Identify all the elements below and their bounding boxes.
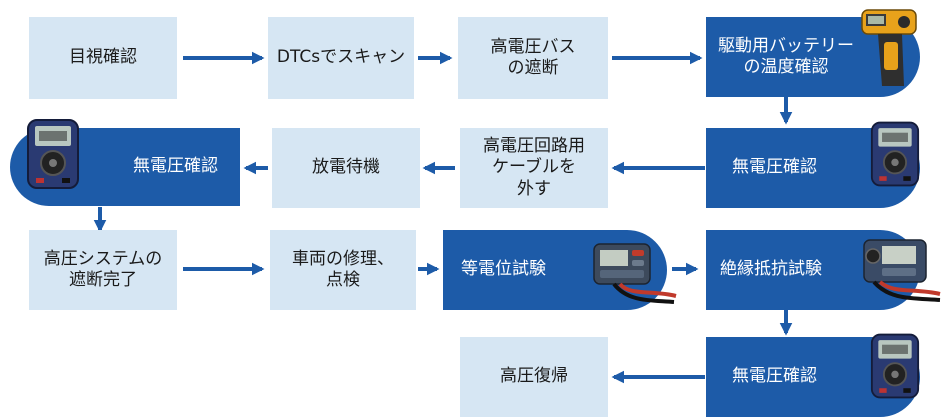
multimeter-icon — [870, 121, 920, 187]
insulation-tester-icon — [863, 239, 941, 302]
step-label: 高圧システムの 遮断完了 — [43, 248, 163, 290]
step-hv-bus-disconnect: 高電圧バス の遮断 — [458, 17, 608, 99]
step-label: 高圧復帰 — [500, 366, 568, 387]
step-hv-system-shutdown-complete: 高圧システムの 遮断完了 — [29, 230, 177, 310]
step-label: 絶縁抵抗試験 — [720, 259, 822, 280]
multimeter-icon — [27, 119, 79, 189]
step-visual-check: 目視確認 — [29, 17, 177, 99]
multimeter-icon — [870, 333, 920, 399]
step-label: 駆動用バッテリー の温度確認 — [718, 35, 854, 77]
step-label: DTCsでスキャン — [276, 47, 406, 68]
step-label: 高電圧バス の遮断 — [490, 36, 576, 78]
step-label: 高電圧回路用 ケーブルを 外す — [483, 136, 585, 199]
resistance-tester-icon — [593, 243, 677, 304]
step-dtc-scan: DTCsでスキャン — [268, 17, 414, 99]
step-vehicle-repair-inspection: 車両の修理、 点検 — [270, 230, 416, 310]
step-label: 無電圧確認 — [732, 366, 817, 387]
step-label: 目視確認 — [69, 47, 137, 68]
step-label: 車両の修理、 点検 — [292, 248, 394, 290]
step-discharge-wait: 放電待機 — [272, 128, 420, 208]
step-hv-restore: 高圧復帰 — [460, 337, 608, 417]
step-label: 放電待機 — [312, 157, 380, 178]
step-label: 無電圧確認 — [732, 157, 817, 178]
step-label: 無電圧確認 — [133, 156, 218, 177]
step-disconnect-hv-cable: 高電圧回路用 ケーブルを 外す — [460, 128, 608, 208]
thermometer-icon — [861, 9, 917, 86]
step-label: 等電位試験 — [461, 259, 546, 280]
